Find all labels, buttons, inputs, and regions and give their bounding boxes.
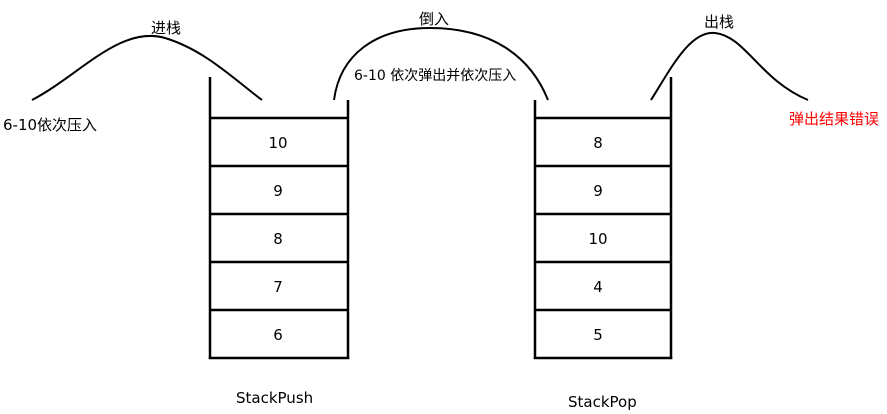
- stack-pop-cell-value: 4: [593, 278, 603, 296]
- stack-push: 10 9 8 7 6 StackPush: [208, 77, 350, 407]
- stack-push-cell-value: 7: [273, 278, 283, 296]
- stack-pop-cell-value: 5: [593, 326, 603, 344]
- stack-push-cell-value: 9: [273, 182, 283, 200]
- pop-label: 出栈: [704, 13, 734, 31]
- stack-pop-name: StackPop: [568, 393, 637, 411]
- push-label: 进栈: [151, 19, 181, 37]
- stack-pop-cell-value: 8: [593, 134, 603, 152]
- reverse-arc: [333, 26, 549, 101]
- stack-pop-cell-value: 10: [588, 230, 607, 248]
- stack-push-cell-value: 6: [273, 326, 283, 344]
- reverse-note: 6-10 依次弹出并依次压入: [354, 68, 516, 84]
- pop-arc: [650, 31, 809, 101]
- stack-pop: 8 9 10 4 5 StackPop: [533, 77, 673, 411]
- reverse-label: 倒入: [419, 10, 449, 28]
- error-note: 弹出结果错误: [789, 110, 879, 128]
- push-note: 6-10依次压入: [3, 116, 97, 134]
- stack-pop-cell-value: 9: [593, 182, 603, 200]
- stack-push-cell-value: 8: [273, 230, 283, 248]
- stack-push-cell-value: 10: [268, 134, 287, 152]
- push-arc: [31, 35, 263, 101]
- stack-push-name: StackPush: [236, 389, 313, 407]
